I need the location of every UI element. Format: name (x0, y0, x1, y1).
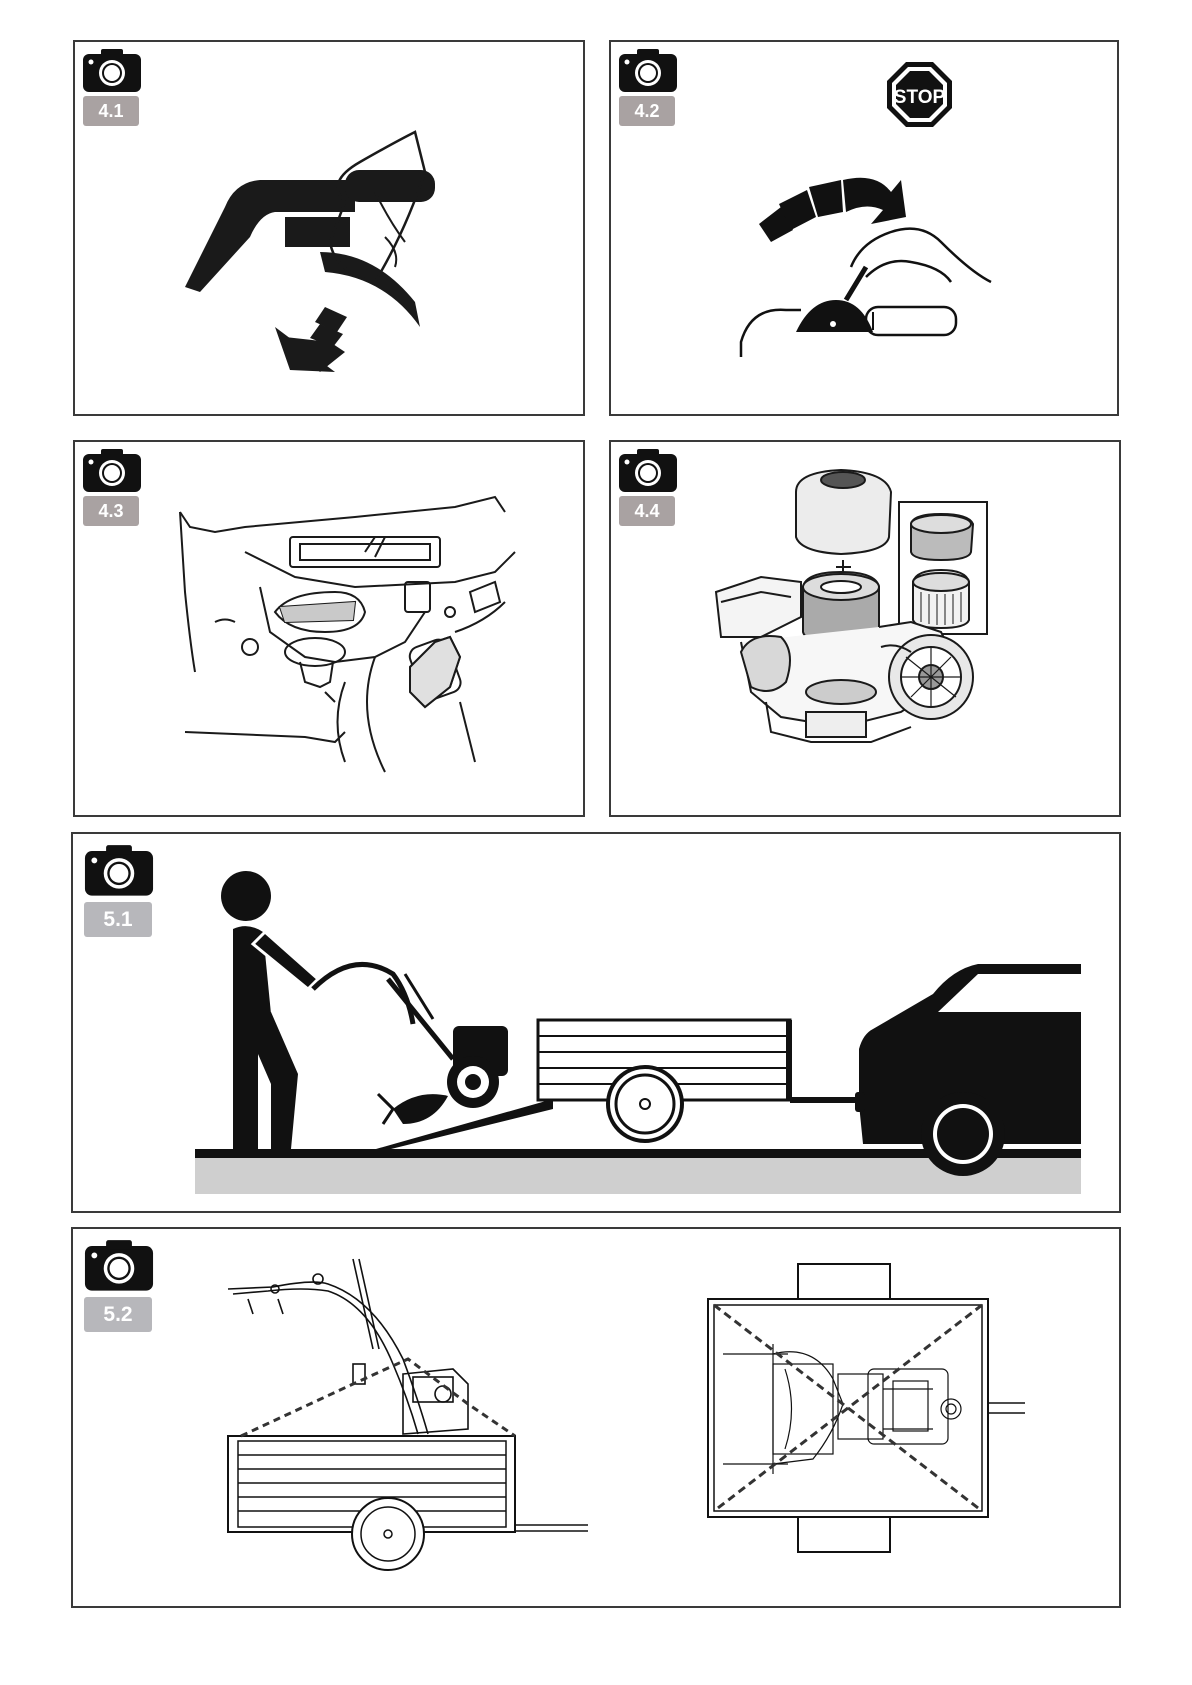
figure-5-2-panel: 5.2 (71, 1227, 1121, 1608)
figure-5-1-panel: 5.1 (71, 832, 1121, 1213)
figure-4-4-panel: 4.4 (609, 440, 1121, 817)
engine-detail-illustration (75, 442, 585, 817)
figure-4-2-panel: 4.2 STOP (609, 40, 1119, 416)
air-filter-illustration (611, 442, 1121, 817)
figure-4-3-panel: 4.3 (73, 440, 585, 817)
handlebar-lever-illustration (75, 42, 585, 416)
stop-lever-illustration: STOP (611, 42, 1119, 416)
stop-sign-text: STOP (894, 87, 946, 108)
loading-ramp-illustration (73, 834, 1121, 1213)
figure-4-1-panel: 4.1 (73, 40, 585, 416)
trailer-securing-illustration (73, 1229, 1121, 1608)
